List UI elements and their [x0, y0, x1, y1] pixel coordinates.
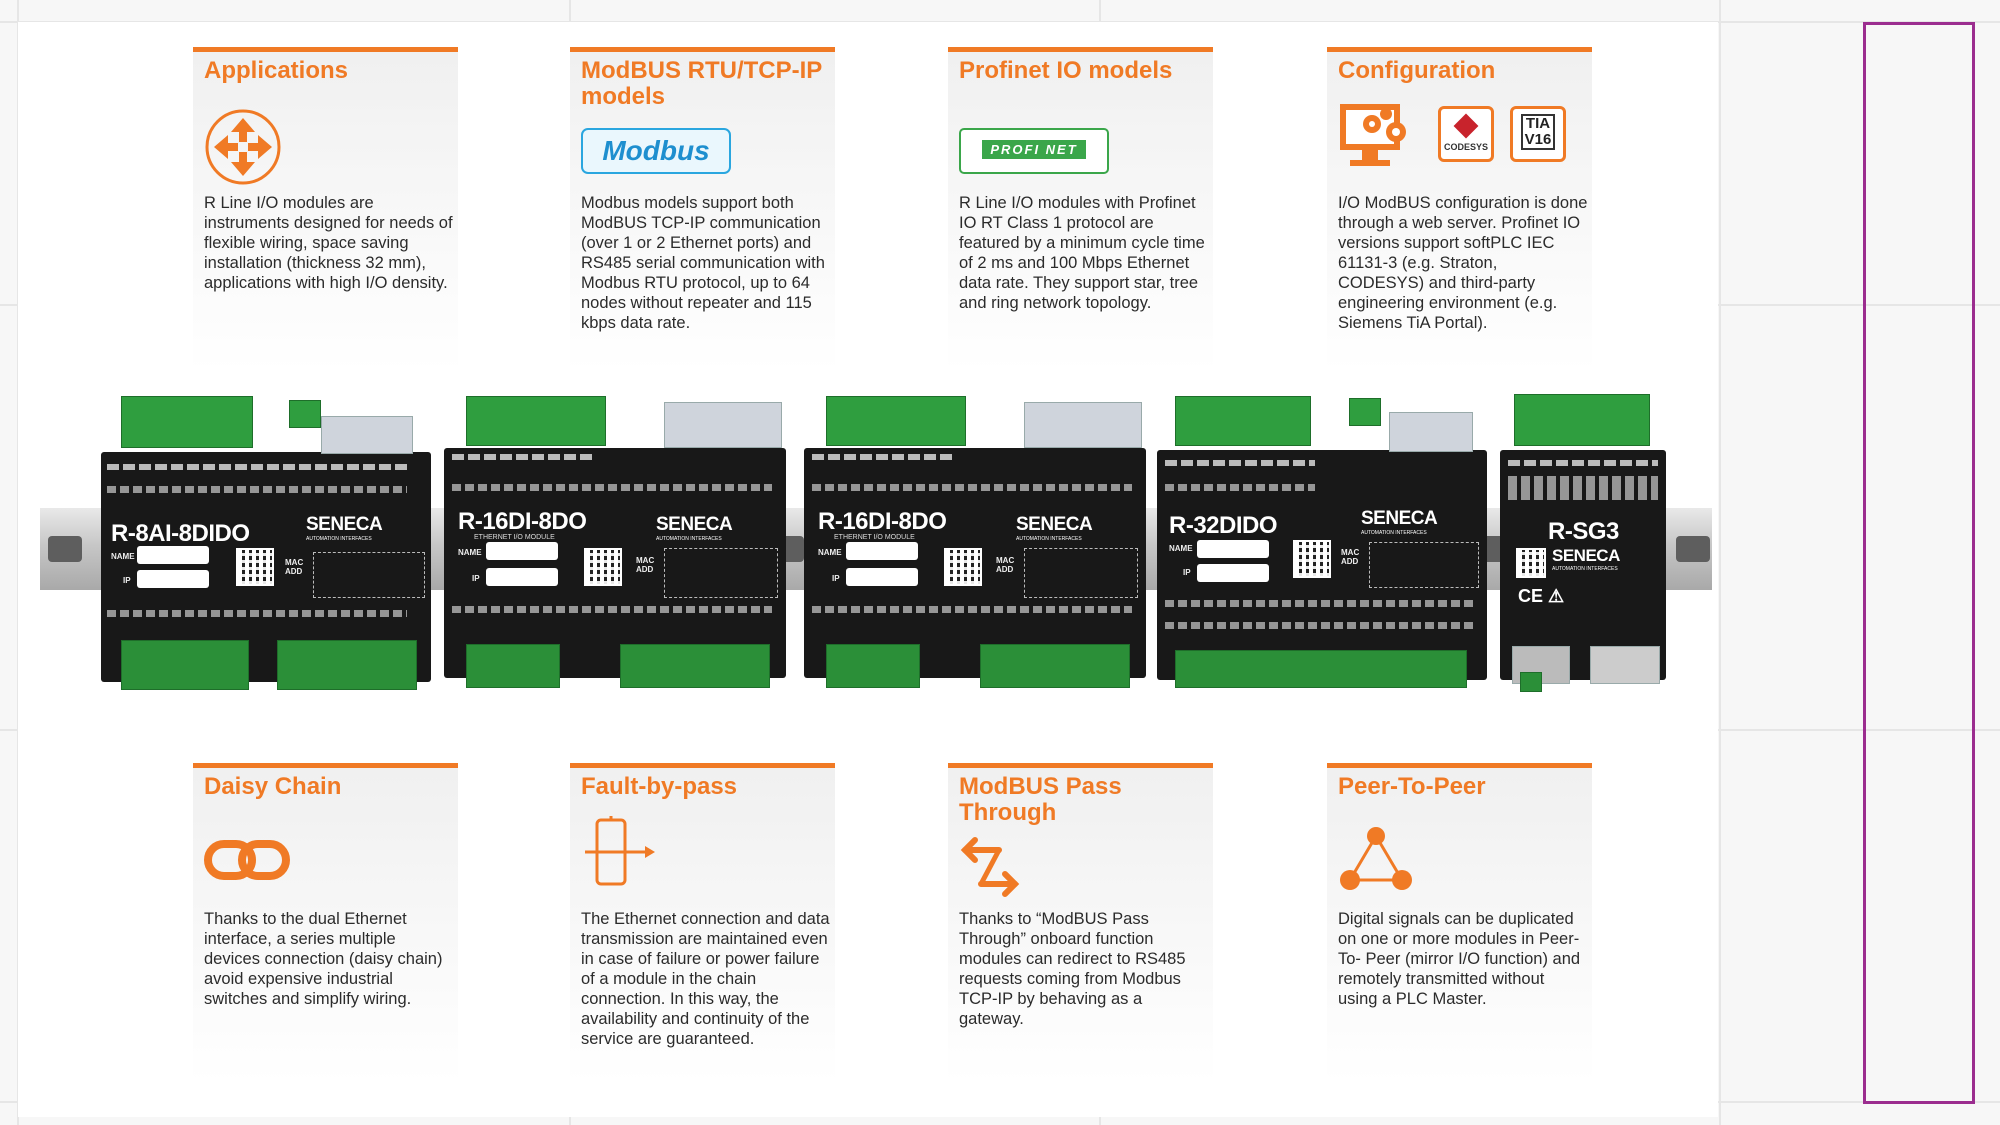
qr-code [944, 548, 982, 586]
qr-code [1293, 540, 1331, 578]
panel-text: The Ethernet connection and data transmi… [581, 910, 830, 1048]
computer-gears-icon [1340, 104, 1406, 166]
tia-text: TIA V16 [1521, 114, 1555, 150]
chain-link-icon [204, 836, 290, 891]
panel-modbus-models: ModBUS RTU/TCP-IP models Modbus Modbus m… [570, 47, 835, 372]
codesys-text: CODESYS [1443, 142, 1488, 152]
module-r-16di-8do-2: R-16DI-8DO ETHERNET I/O MODULE NAME IP S… [804, 396, 1146, 688]
panel-title: Fault-by-pass [581, 773, 738, 800]
brand-sub: AUTOMATION INTERFACES [656, 536, 722, 542]
ip-label: IP [832, 574, 840, 583]
qr-code [236, 548, 274, 586]
tia-logo: TIA V16 [1510, 106, 1566, 162]
panel-text: R Line I/O modules are instruments desig… [204, 194, 453, 292]
ip-field [846, 568, 918, 586]
ip-label: IP [123, 576, 131, 585]
panel-title: ModBUS Pass Through [959, 773, 1122, 826]
qr-code [584, 548, 622, 586]
panel-title: Configuration [1338, 57, 1496, 84]
config-icons: CODESYS TIA V16 [1338, 96, 1588, 186]
panel-text: Modbus models support both ModBUS TCP-IP… [581, 194, 825, 332]
mac-label: MAC ADD [285, 558, 304, 576]
brand-text: SENECA [1016, 514, 1093, 535]
ip-field [1197, 564, 1269, 582]
ip-label: IP [472, 574, 480, 583]
ip-label: IP [1183, 568, 1191, 577]
name-label: NAME [818, 548, 842, 557]
panel-fault-bypass: Fault-by-pass The Ethernet connection an… [570, 763, 835, 1083]
name-field [137, 546, 209, 564]
profinet-logo-text: PROFI NET [982, 140, 1086, 159]
module-title: R-SG3 [1548, 518, 1619, 545]
brand-sub: AUTOMATION INTERFACES [306, 536, 372, 542]
bypass-icon [581, 814, 657, 895]
qr-code [1516, 548, 1546, 578]
peer-network-icon [1338, 822, 1414, 903]
panel-profinet-models: Profinet IO models PROFI NET R Line I/O … [948, 47, 1213, 372]
name-label: NAME [1169, 544, 1193, 553]
four-arrows-icon [204, 108, 282, 191]
module-title: R-16DI-8DO [458, 508, 587, 535]
exchange-arrows-icon [959, 836, 1025, 907]
ce-mark: CE ⚠ [1518, 586, 1565, 606]
module-r-16di-8do-1: R-16DI-8DO ETHERNET I/O MODULE NAME IP S… [444, 396, 786, 688]
panel-text: Digital signals can be duplicated on one… [1338, 910, 1581, 1008]
panel-applications: Applications R Line I/O modules are inst… [193, 47, 458, 372]
brand-text: SENECA [656, 514, 733, 535]
modbus-logo-text: Modbus [602, 135, 710, 166]
mac-label: MAC ADD [1341, 548, 1360, 566]
panel-peer-to-peer: Peer-To-Peer Digital signals can be dupl… [1327, 763, 1592, 1083]
panel-title: ModBUS RTU/TCP-IP models [581, 57, 822, 110]
name-field [1197, 540, 1269, 558]
panel-modbus-pass-through: ModBUS Pass Through Thanks to “ModBUS Pa… [948, 763, 1213, 1083]
codesys-cube-icon [1453, 113, 1479, 139]
brand-text: SENECA [306, 514, 383, 535]
profinet-logo: PROFI NET [959, 128, 1109, 174]
mac-label: MAC ADD [996, 556, 1015, 574]
panel-title: Applications [204, 57, 349, 84]
module-subtitle: ETHERNET I/O MODULE [834, 534, 915, 541]
module-title: R-16DI-8DO [818, 508, 947, 535]
mac-label: MAC ADD [636, 556, 655, 574]
panel-text: R Line I/O modules with Profinet IO RT C… [959, 194, 1205, 312]
panel-text: I/O ModBUS configuration is done through… [1338, 194, 1588, 332]
codesys-logo: CODESYS [1438, 106, 1494, 162]
module-title: R-8AI-8DIDO [111, 520, 250, 547]
ip-field [486, 568, 558, 586]
module-title: R-32DIDO [1169, 512, 1278, 539]
panel-configuration: Configuration CODESYS TIA V16 I/O ModBUS… [1327, 47, 1592, 372]
panel-title: Profinet IO models [959, 57, 1173, 84]
panel-text: Thanks to “ModBUS Pass Through” onboard … [959, 910, 1186, 1028]
name-label: NAME [111, 552, 135, 561]
modbus-logo: Modbus [581, 128, 731, 174]
name-label: NAME [458, 548, 482, 557]
panel-daisy-chain: Daisy Chain Thanks to the dual Ethernet … [193, 763, 458, 1083]
brand-sub: AUTOMATION INTERFACES [1016, 536, 1082, 542]
brand-text: SENECA [1552, 546, 1620, 565]
panel-title: Daisy Chain [204, 773, 342, 800]
brand-sub: AUTOMATION INTERFACES [1361, 530, 1427, 536]
brand-sub: AUTOMATION INTERFACES [1552, 566, 1618, 572]
highlight-frame [1863, 22, 1975, 1104]
brand-text: SENECA [1361, 508, 1438, 529]
name-field [486, 542, 558, 560]
module-subtitle: ETHERNET I/O MODULE [474, 534, 555, 541]
name-field [846, 542, 918, 560]
panel-title: Peer-To-Peer [1338, 773, 1486, 800]
ip-field [137, 570, 209, 588]
panel-text: Thanks to the dual Ethernet interface, a… [204, 910, 443, 1008]
